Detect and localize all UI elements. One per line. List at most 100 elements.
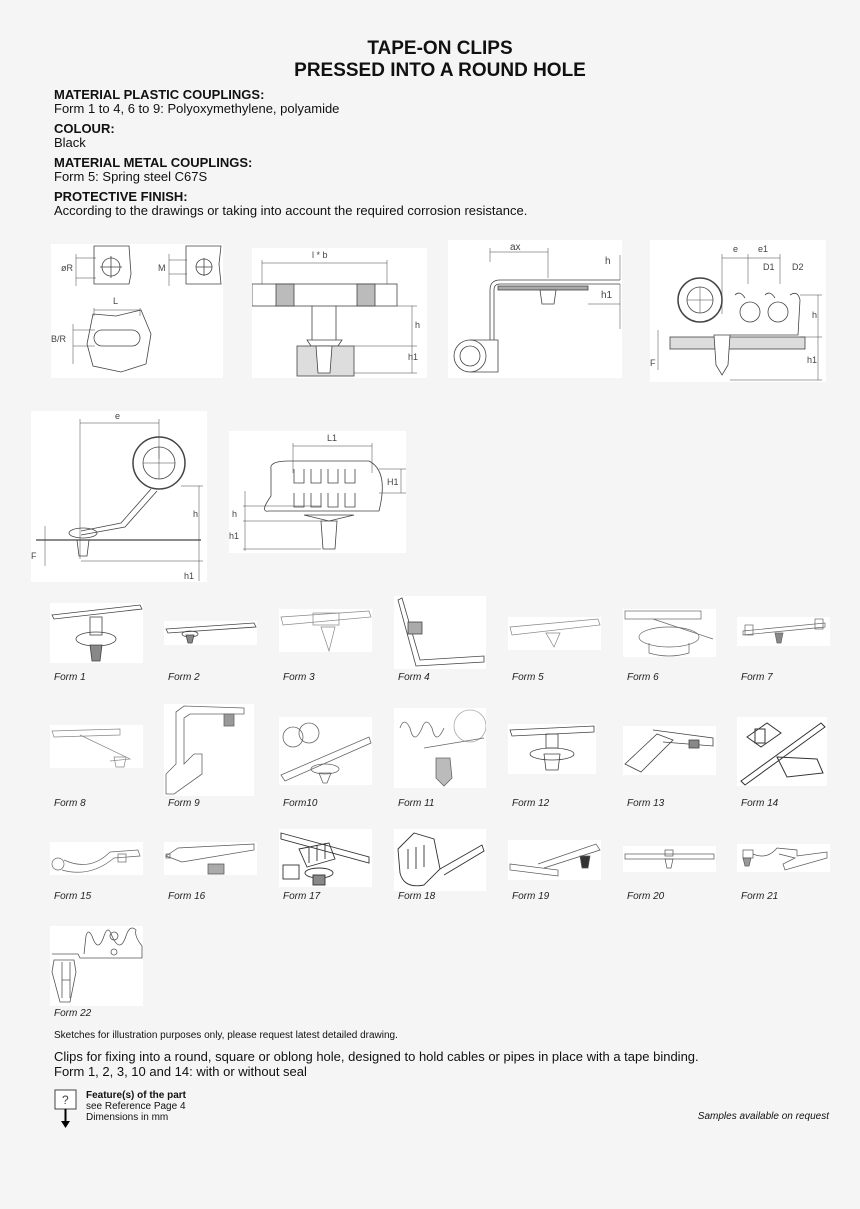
spec-protective-finish: PROTECTIVE FINISH: According to the draw… [54,190,527,218]
form-image [279,609,372,652]
spec-value: Form 5: Spring steel C67S [54,169,208,184]
form-label: Form 8 [54,798,86,809]
form-label: Form 15 [54,891,92,902]
form-image [737,617,830,646]
form-label: Form 1 [54,672,86,683]
form-image [737,717,827,786]
feature-info-icon: ? [54,1089,78,1129]
form-label: Form 18 [398,891,436,902]
form-label: Form 9 [168,798,200,809]
form-image [508,724,596,774]
svg-text:h: h [193,509,198,519]
svg-text:h1: h1 [601,290,613,301]
form-label: Form 14 [741,798,779,809]
form-image [279,717,372,785]
form-image [164,842,257,875]
drawing-offset-clip: e h h1 F [31,411,207,582]
spec-colour: COLOUR: Black [54,122,115,150]
question-mark-icon: ? [62,1093,69,1107]
drawing-multi-clip: e e1 D1 D2 h h1 F [650,240,826,382]
title-line-1: TAPE-ON CLIPS [367,38,513,59]
svg-text:H1: H1 [387,477,399,487]
form-label: Form 13 [627,798,665,809]
page-title: TAPE-ON CLIPS PRESSED INTO A ROUND HOLE [0,38,860,82]
title-line-2: PRESSED INTO A ROUND HOLE [294,60,586,81]
form-image [623,726,716,775]
description: Clips for fixing into a round, square or… [54,1049,699,1079]
feature-title: Feature(s) of the part [86,1090,187,1101]
form-image [394,708,486,788]
form-label: Form 5 [512,672,544,683]
svg-text:M: M [158,263,166,273]
form-image [508,617,601,650]
form-image [737,844,830,872]
form-label: Form 17 [283,891,321,902]
form-image [508,840,601,880]
svg-text:D1: D1 [763,262,775,272]
svg-text:h: h [812,310,817,320]
form-label: Form 11 [398,798,435,809]
form-image [394,829,486,891]
form-image [50,603,143,663]
svg-text:h1: h1 [807,355,817,365]
svg-text:D2: D2 [792,262,804,272]
spec-material-plastic: MATERIAL PLASTIC COUPLINGS: Form 1 to 4,… [54,88,339,116]
svg-text:e1: e1 [758,244,768,254]
svg-text:h: h [415,320,420,330]
spec-heading: MATERIAL METAL COUPLINGS: [54,155,253,170]
form-label: Form 16 [168,891,206,902]
svg-text:l * b: l * b [312,250,328,260]
drawing-hole-types: øR M L B/R [51,244,223,378]
description-line-2: Form 1, 2, 3, 10 and 14: with or without… [54,1064,307,1079]
form-image [164,621,257,645]
form-label: Form 7 [741,672,773,683]
spec-heading: PROTECTIVE FINISH: [54,189,188,204]
disclaimer-text: Sketches for illustration purposes only,… [54,1030,398,1041]
form-label: Form 2 [168,672,200,683]
svg-text:ax: ax [510,242,521,253]
spec-heading: MATERIAL PLASTIC COUPLINGS: [54,87,265,102]
form-label: Form 22 [54,1008,92,1019]
form-label: Form 21 [741,891,779,902]
feature-reference: see Reference Page 4 [86,1101,186,1112]
form-label: Form 4 [398,672,430,683]
form-image [50,926,143,1006]
svg-text:B/R: B/R [51,334,67,344]
samples-note: Samples available on request [697,1111,829,1122]
svg-text:L: L [113,296,118,306]
drawing-comb-clip: L1 H1 h h1 [229,431,406,553]
spec-value: According to the drawings or taking into… [54,203,528,218]
svg-text:e: e [733,244,738,254]
svg-text:h: h [605,256,611,267]
spec-heading: COLOUR: [54,121,115,136]
spec-value: Form 1 to 4, 6 to 9: Polyoxymethylene, p… [54,101,340,116]
svg-text:h1: h1 [229,531,239,541]
svg-text:h1: h1 [184,571,194,581]
spec-material-metal: MATERIAL METAL COUPLINGS: Form 5: Spring… [54,156,252,184]
svg-text:F: F [650,358,656,368]
feature-units: Dimensions in mm [86,1112,169,1123]
form-label: Form 3 [283,672,315,683]
form-label: Form 12 [512,798,550,809]
description-line-1: Clips for fixing into a round, square or… [54,1049,699,1064]
spec-value: Black [54,135,86,150]
form-image [623,609,716,657]
form-label: Form 19 [512,891,550,902]
feature-info: Feature(s) of the part see Reference Pag… [86,1090,186,1123]
form-image [623,846,716,872]
svg-text:L1: L1 [327,433,337,443]
drawing-angle-clip: ax h h1 [448,240,622,378]
form-label: Form 20 [627,891,665,902]
svg-text:e: e [115,411,120,421]
form-image [279,829,372,887]
form-label: Form 6 [627,672,659,683]
form-image [50,725,143,768]
form-image [394,596,486,669]
form-label: Form10 [283,798,318,809]
svg-text:h1: h1 [408,352,418,362]
svg-text:h: h [232,509,237,519]
svg-text:øR: øR [61,263,73,273]
form-image [50,842,143,875]
drawing-tee-clip: l * b h h1 [252,248,427,378]
svg-text:F: F [31,551,37,561]
